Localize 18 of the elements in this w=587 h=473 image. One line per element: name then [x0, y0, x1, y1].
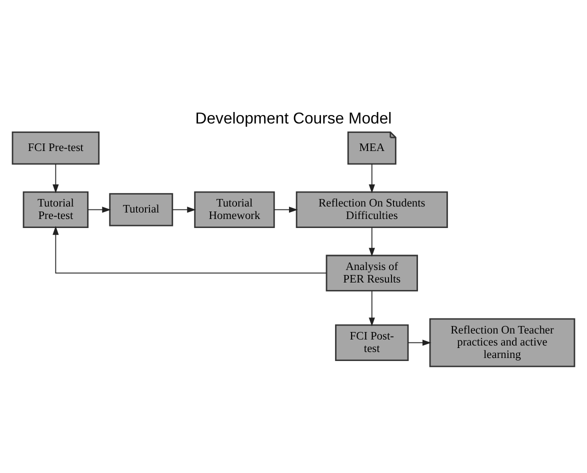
arrow	[368, 290, 375, 326]
node-box: Tutorial	[109, 192, 174, 226]
arrow	[368, 226, 375, 256]
node-box: Analysis of PER Results	[326, 254, 418, 291]
node-box: Tutorial Pre-test	[22, 190, 89, 228]
arrow	[408, 339, 432, 346]
node-box: FCI Post-test	[335, 324, 409, 361]
node-box: FCI Pre-test	[12, 130, 100, 164]
arrow	[52, 226, 327, 274]
node-box: Reflection On Students Difficulties	[296, 190, 448, 228]
arrow	[52, 162, 59, 193]
node-box: Reflection On Teacher practices and active learning	[429, 318, 576, 367]
node-box: Tutorial Homework	[194, 190, 275, 228]
arrow	[274, 206, 298, 212]
diagram-title: Development Course Model	[195, 110, 392, 128]
arrow	[368, 162, 375, 193]
arrow	[172, 206, 196, 212]
arrow	[88, 206, 111, 212]
